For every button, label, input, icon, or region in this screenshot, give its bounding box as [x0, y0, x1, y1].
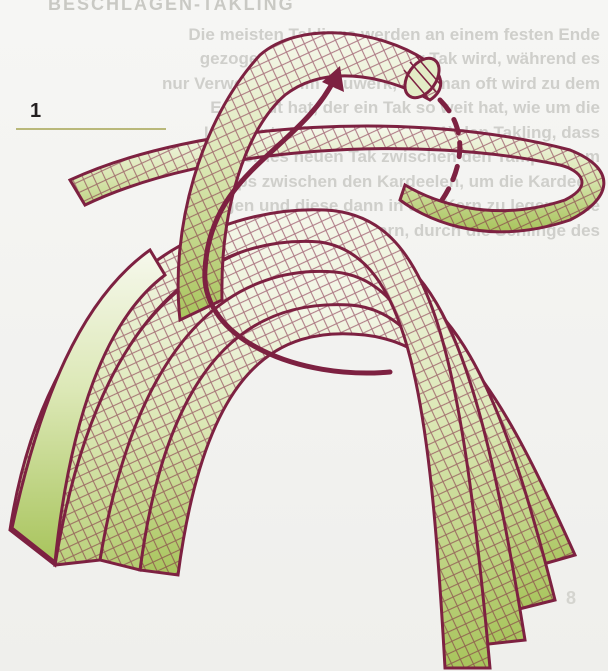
page-corner-mark: 8	[566, 588, 576, 609]
step-number-label: 1	[30, 100, 41, 123]
step-leader-line	[16, 128, 166, 130]
rope-strands	[10, 210, 575, 668]
